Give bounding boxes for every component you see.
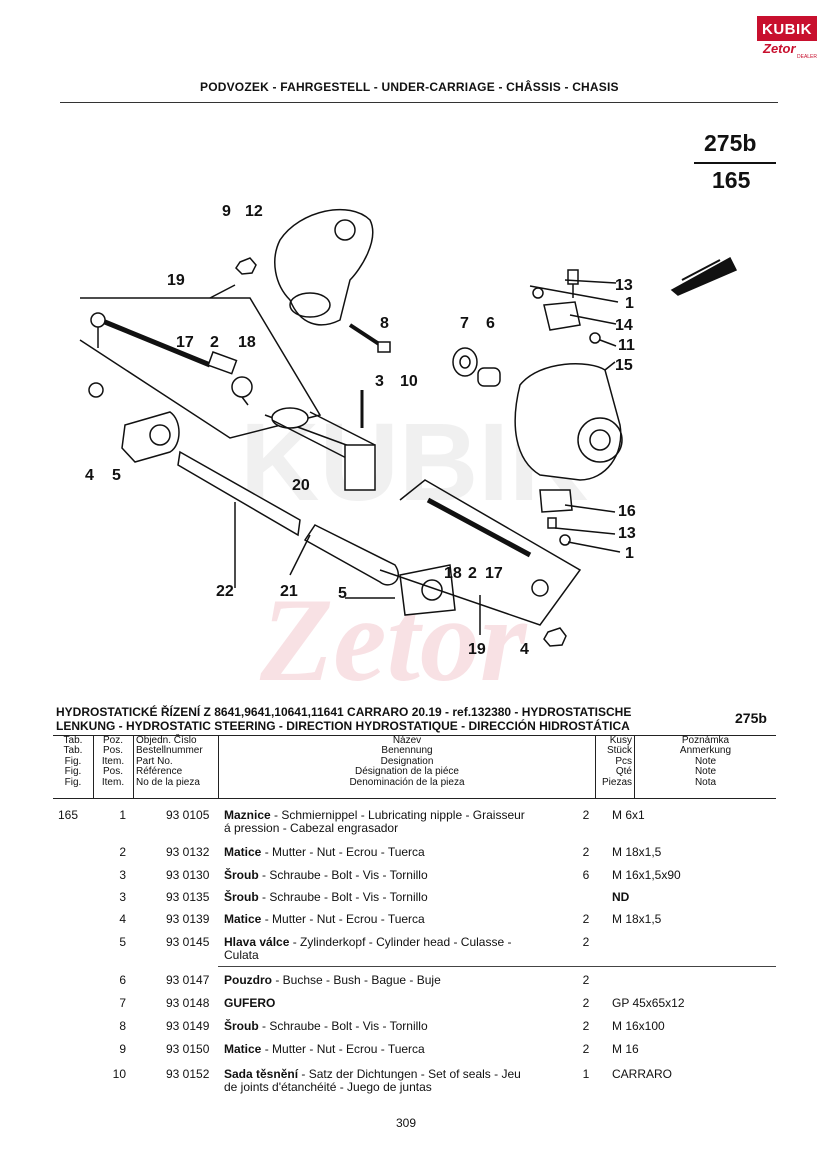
callout-17-right: 17 [485, 565, 503, 582]
section-title: HYDROSTATICKÉ ŘÍZENÍ Z 8641,9641,10641,1… [56, 705, 696, 733]
callout-2-left: 2 [210, 334, 219, 351]
callout-2-right: 2 [468, 565, 477, 582]
parts-table-header: Tab.Tab.Fig.Fig.Fig. Poz.Pos.Item.Pos.It… [53, 735, 776, 799]
exploded-parts-diagram: 9 12 19 17 2 18 8 7 6 13 1 14 11 15 3 10… [60, 190, 780, 670]
callout-1-top: 1 [625, 295, 634, 312]
callout-16: 16 [618, 503, 636, 520]
logo-sub: Zetor [763, 41, 796, 56]
section-title-line1: HYDROSTATICKÉ ŘÍZENÍ Z 8641,9641,10641,1… [56, 705, 632, 719]
page-number: 309 [396, 1116, 417, 1130]
diagram-callouts: 9 12 19 17 2 18 8 7 6 13 1 14 11 15 3 10… [85, 203, 636, 658]
page-ref-divider [694, 162, 776, 164]
callout-1-bottom: 1 [625, 545, 634, 562]
header-divider [60, 102, 778, 103]
callout-4-left: 4 [85, 467, 94, 484]
callout-19-left: 19 [167, 272, 185, 289]
callout-10: 10 [400, 373, 418, 390]
callout-14: 14 [615, 317, 633, 334]
callout-9: 9 [222, 203, 231, 220]
callout-18-left: 18 [238, 334, 256, 351]
callout-20: 20 [292, 477, 310, 494]
callout-13-bottom: 13 [618, 525, 636, 542]
col-tab: Tab.Tab.Fig.Fig.Fig. [53, 735, 94, 798]
callout-6: 6 [486, 315, 495, 332]
logo-tag: DEALER [797, 54, 818, 60]
page-ref-bottom: 165 [712, 167, 751, 193]
col-poz: Poz.Pos.Item.Pos.Item. [93, 735, 134, 798]
callout-11: 11 [618, 337, 635, 354]
callout-19-right: 19 [468, 641, 486, 658]
callout-5-left: 5 [112, 467, 121, 484]
section-ref: 275b [735, 710, 767, 726]
page-header-title: PODVOZEK - FAHRGESTELL - UNDER-CARRIAGE … [200, 80, 619, 94]
row-divider [218, 966, 776, 967]
callout-21: 21 [280, 583, 298, 600]
callout-17-left: 17 [176, 334, 194, 351]
callout-8: 8 [380, 315, 389, 332]
callout-18-right: 18 [444, 565, 462, 582]
callout-4-right: 4 [520, 641, 529, 658]
callout-15: 15 [615, 357, 633, 374]
kubik-zetor-logo: KUBIK Zetor DEALER [757, 12, 817, 62]
callout-5-right: 5 [338, 585, 347, 602]
logo-brand: KUBIK [757, 16, 817, 41]
callout-3: 3 [375, 373, 384, 390]
section-title-line2: LENKUNG - HYDROSTATIC STEERING - DIRECTI… [56, 719, 630, 733]
page-ref-top: 275b [704, 130, 757, 156]
diagram-drawing: 9 12 19 17 2 18 8 7 6 13 1 14 11 15 3 10… [79, 203, 738, 658]
callout-12: 12 [245, 203, 263, 220]
callout-7: 7 [460, 315, 469, 332]
callout-13-top: 13 [615, 277, 633, 294]
callout-22: 22 [216, 583, 234, 600]
